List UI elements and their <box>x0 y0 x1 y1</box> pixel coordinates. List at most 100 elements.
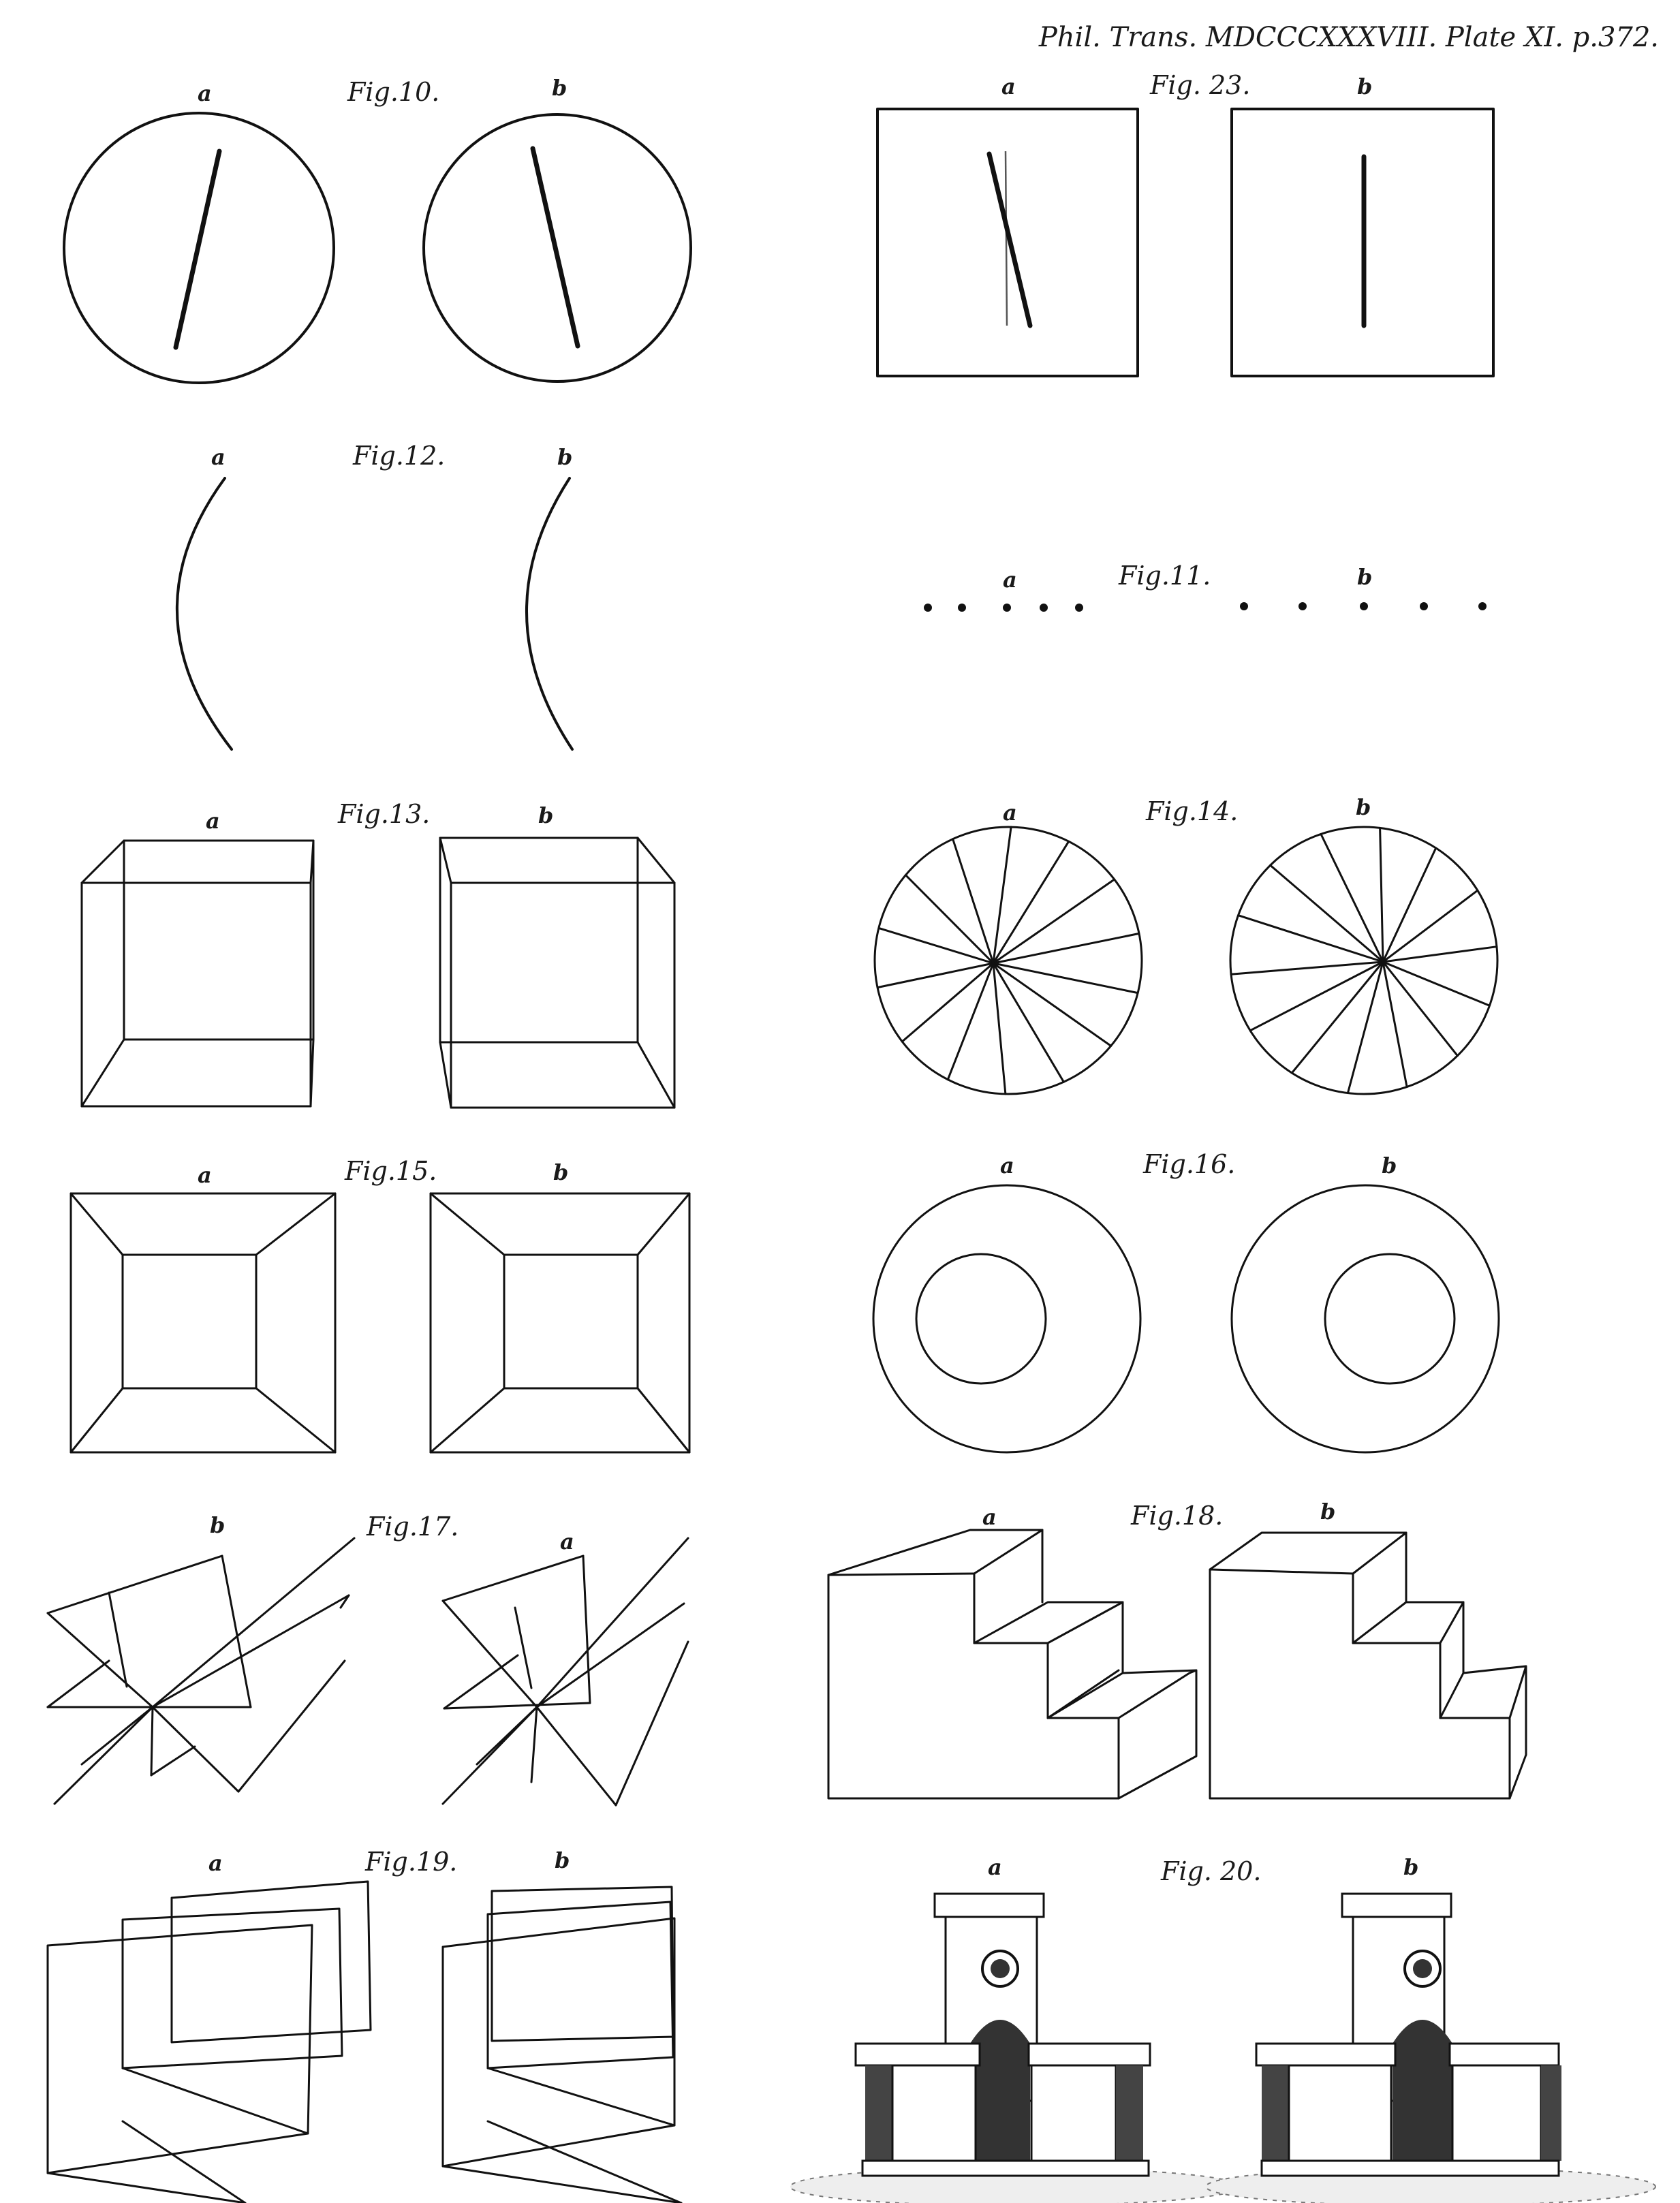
fig-12b-arc <box>525 477 574 751</box>
fig-13-label-b: b <box>538 802 553 828</box>
fig-11a-dot <box>1003 604 1011 612</box>
wheel-spoke <box>992 962 1139 995</box>
fig-23: Fig. 23. a b <box>876 70 1495 377</box>
fig-18-label-a: a <box>982 1504 997 1530</box>
fig-11b-dot <box>1420 602 1428 610</box>
fig-14-title: Fig.14. <box>1145 796 1238 826</box>
wheel-spoke <box>992 962 1007 1095</box>
fig-18-title: Fig.18. <box>1130 1501 1223 1531</box>
fig-14-label-b: b <box>1356 794 1371 820</box>
fig-14: Fig.14. a b <box>873 794 1499 1095</box>
fig-16: Fig.16. a b <box>872 1149 1500 1454</box>
wheel-spoke <box>1269 864 1384 963</box>
fig-18-label-b: b <box>1320 1499 1335 1525</box>
fig-10b-circle <box>422 113 692 383</box>
fig-11-label-a: a <box>1003 567 1017 593</box>
fig-16b-outer-circle <box>1230 1184 1500 1454</box>
wheel-spoke <box>1379 826 1384 963</box>
fig-20a-clock-tower <box>790 1892 1241 2203</box>
fig-11b-dot <box>1360 602 1368 610</box>
wheel-spoke <box>992 932 1140 965</box>
fig-23a-line <box>986 151 1033 328</box>
fig-13-label-a: a <box>206 808 220 834</box>
fig-16-label-b: b <box>1382 1153 1397 1178</box>
fig-10: Fig.10. a b <box>63 75 692 384</box>
fig-17-label-a: a <box>560 1529 574 1554</box>
fig-14a-wheel <box>873 826 1143 1095</box>
fig-20: Fig. 20. a b <box>790 1854 1656 2203</box>
wheel-spoke <box>992 878 1116 965</box>
fig-11-label-b: b <box>1357 564 1372 590</box>
fig-15-label-a: a <box>198 1162 212 1188</box>
fig-17b-planes <box>46 1537 356 1805</box>
wheel-spoke <box>1346 960 1384 1095</box>
wheel-spoke <box>1382 847 1437 963</box>
fig-23-label-a: a <box>1001 74 1016 99</box>
fig-23-title: Fig. 23. <box>1149 70 1250 100</box>
fig-19b-planes <box>441 1886 683 2203</box>
fig-14b-spokes <box>1230 826 1498 1095</box>
wheel-spoke <box>876 962 995 989</box>
fig-11-title: Fig.11. <box>1118 561 1211 591</box>
fig-23a-square <box>876 108 1139 377</box>
fig-19-label-a: a <box>208 1850 223 1876</box>
fig-15b-frustum <box>429 1192 691 1454</box>
fig-11b-dot <box>1298 602 1307 610</box>
fig-16a-outer-circle <box>872 1184 1142 1454</box>
fig-11b-dot <box>1478 602 1487 610</box>
fig-19a-planes <box>46 1880 372 2203</box>
fig-12: Fig.12. a b <box>176 441 574 751</box>
fig-17-title: Fig.17. <box>366 1512 458 1542</box>
fig-11a-dot <box>958 604 966 612</box>
fig-14a-spokes <box>876 826 1140 1095</box>
wheel-spoke <box>1249 960 1384 1032</box>
wheel-spoke <box>1382 946 1498 963</box>
fig-20-title: Fig. 20. <box>1160 1856 1261 1886</box>
fig-23-label-b: b <box>1357 74 1372 99</box>
wheel-spoke <box>1290 960 1384 1074</box>
fig-20b-clock-tower <box>1205 1892 1656 2203</box>
fig-17: Fig.17. b a <box>46 1512 689 1807</box>
plate-header: Phil. Trans. MDCCCXXXVIII. Plate XI. p.3… <box>1038 22 1659 53</box>
fig-19-label-b: b <box>555 1847 570 1873</box>
fig-10b-line <box>530 146 580 349</box>
wheel-spoke <box>992 840 1070 965</box>
fig-15a-frustum <box>69 1192 337 1454</box>
fig-15-label-b: b <box>553 1159 568 1185</box>
wheel-spoke <box>904 874 995 965</box>
fig-14-label-a: a <box>1003 800 1017 826</box>
fig-12-label-b: b <box>557 444 572 470</box>
wheel-spoke <box>1382 889 1479 963</box>
fig-11a-dot <box>1040 604 1048 612</box>
fig-17-label-b: b <box>210 1512 225 1538</box>
fig-16-label-a: a <box>1000 1153 1014 1178</box>
wheel-spoke <box>1382 960 1459 1057</box>
fig-13-title: Fig.13. <box>337 799 430 829</box>
fig-12a-arc <box>176 477 233 751</box>
fig-10a-line <box>173 149 222 350</box>
wheel-spoke <box>1230 960 1384 975</box>
wheel-spoke <box>952 838 995 965</box>
fig-17a-planes <box>441 1537 689 1807</box>
fig-19: Fig.19. a b <box>46 1847 683 2203</box>
fig-15-title: Fig.15. <box>344 1156 437 1186</box>
fig-11a-dot <box>924 604 932 612</box>
fig-15: Fig.15. a b <box>69 1156 691 1454</box>
wheel-spoke <box>992 962 1065 1083</box>
fig-18b-steps <box>1209 1531 1527 1800</box>
wheel-spoke <box>992 826 1012 965</box>
fig-18a-steps <box>827 1529 1198 1800</box>
wheel-spoke <box>1320 832 1384 963</box>
fig-23b-square <box>1230 108 1495 377</box>
fig-12-title: Fig.12. <box>352 441 445 471</box>
fig-20-label-a: a <box>988 1854 1002 1880</box>
fig-19-title: Fig.19. <box>364 1847 457 1877</box>
fig-10-label-a: a <box>198 80 212 106</box>
fig-11a-dot <box>1075 604 1083 612</box>
fig-12-label-a: a <box>211 444 225 470</box>
fig-14b-wheel <box>1229 826 1499 1095</box>
fig-13: Fig.13. a b <box>80 799 676 1109</box>
wheel-spoke <box>877 926 995 965</box>
fig-11b-dot <box>1240 602 1248 610</box>
